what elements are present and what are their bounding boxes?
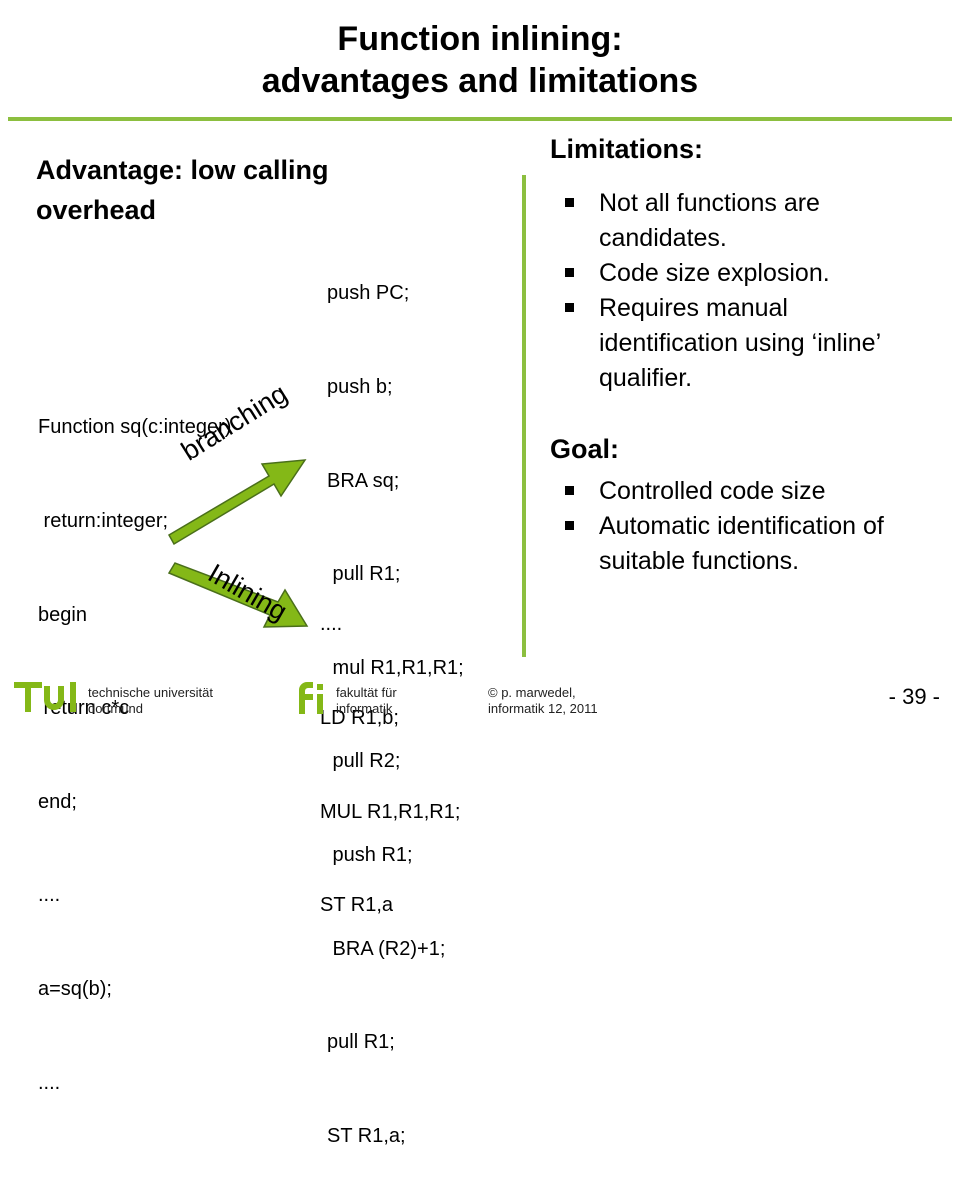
code-line: a=sq(b); [38,978,112,1001]
inlined-code-block: .... LD R1,b; MUL R1,R1,R1; ST R1,a [320,547,460,953]
university-name: technische universität dortmund [88,685,213,717]
title-line-2: advantages and limitations [261,62,699,100]
code-line: return c*c [38,697,130,720]
list-item-text: Controlled code size [599,477,826,505]
code-line: .... [38,1071,61,1094]
list-item: Controlled code size [563,474,943,509]
limitations-list: Not all functions are candidates. Code s… [563,186,903,396]
advantage-heading: Advantage: low calling overhead [36,150,329,230]
copyright: © p. marwedel, informatik 12, 2011 [488,685,598,717]
column-divider [522,175,526,657]
university-line-1: technische universität [88,685,214,700]
code-line: begin [38,603,87,626]
page-number: - 39 - [888,684,940,709]
advantage-line-2: overhead [36,195,157,225]
university-line-2: dortmund [88,701,143,716]
bullet-icon [565,303,574,312]
code-line: ST R1,a [320,894,393,917]
inlining-arrow-icon [167,562,309,628]
goal-heading: Goal: [550,434,620,464]
faculty-logo-icon [299,682,323,714]
code-line: BRA sq; [327,469,400,492]
copyright-line-1: © p. marwedel, [488,685,576,700]
flow-arrows [167,459,309,628]
code-line: end; [38,790,77,813]
limitations-heading: Limitations: [550,134,703,164]
code-line: pull R1; [327,563,401,586]
bullet-icon [565,521,574,530]
code-line: pull R1; [327,1031,395,1054]
list-item: Code size explosion. [563,256,903,291]
advantage-line-1: Advantage: low calling [36,155,329,185]
bullet-icon [565,198,574,207]
branching-arrow-icon [167,459,307,546]
bullet-icon [565,268,574,277]
list-item: Requires manual identification using ‘in… [563,291,903,396]
faculty-line-1: fakultät für [336,685,397,700]
code-line: .... [38,884,61,907]
goal-list: Controlled code size Automatic identific… [563,474,943,579]
copyright-line-2: informatik 12, 2011 [488,701,598,716]
title-line-1: Function inlining: [337,20,623,58]
faculty-line-2: informatik [336,701,393,716]
list-item-text: Code size explosion. [599,259,830,287]
tu-logo-icon [14,682,76,712]
code-line: push b; [327,376,393,399]
list-item-text: Automatic identification of suitable fun… [599,512,884,575]
code-line: return:integer; [38,510,169,533]
code-line: MUL R1,R1,R1; [320,800,461,823]
title-divider [8,117,952,121]
bullet-icon [565,486,574,495]
list-item: Not all functions are candidates. [563,186,903,256]
slide-title: Function inlining: advantages and limita… [0,18,960,102]
code-line: .... [320,613,343,636]
code-line: Function sq(c:integer) [38,416,232,439]
code-line: ST R1,a; [327,1124,406,1147]
list-item: Automatic identification of suitable fun… [563,509,943,579]
code-line: push PC; [327,282,410,305]
list-item-text: Requires manual identification using ‘in… [599,294,881,392]
code-line: mul R1,R1,R1; [327,656,464,679]
faculty-name: fakultät für informatik [336,685,397,717]
list-item-text: Not all functions are candidates. [599,189,820,252]
